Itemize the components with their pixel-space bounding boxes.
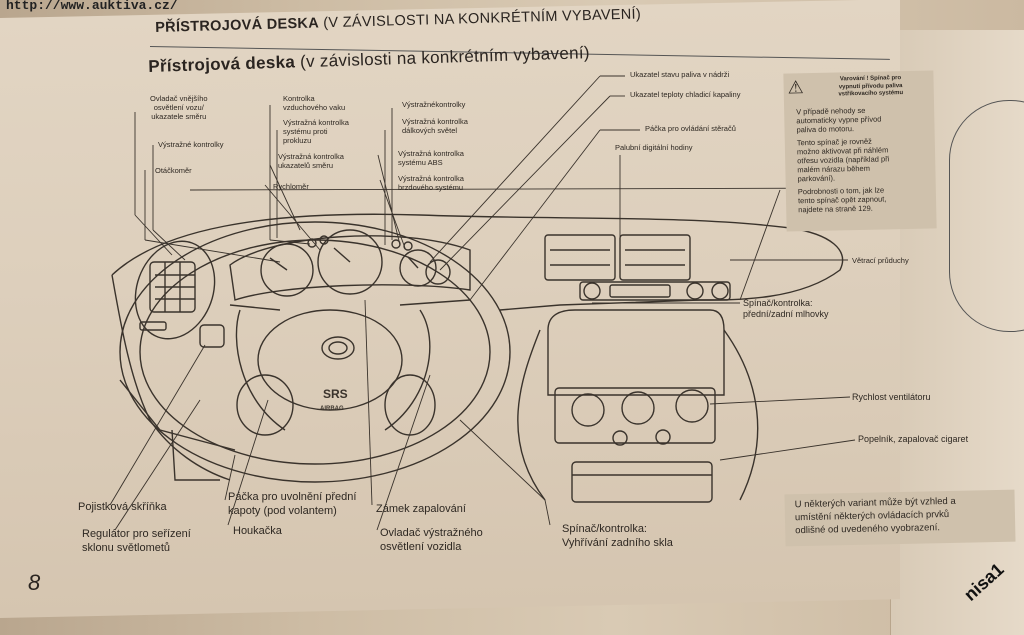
label-tachometer: Otáčkoměr bbox=[155, 166, 192, 175]
label-headlamp-leveler: Regulátor pro seřízení sklonu světlometů bbox=[82, 528, 191, 554]
label-wiper-lever: Páčka pro ovládání stěračů bbox=[645, 124, 736, 133]
label-light-switch: Ovladač vnějšího osvětlení vozu/ ukazate… bbox=[150, 94, 208, 121]
note-text: U některých variant může být vzhled a um… bbox=[794, 495, 956, 537]
label-brake-light: Výstražná kontrolka brzdového systému bbox=[398, 174, 464, 192]
warning-box: ⚠ Varování ! Spínač pro vypnutí přívodu … bbox=[783, 70, 937, 232]
label-fuse-box: Pojistková skříňka bbox=[78, 501, 167, 513]
label-warning-light: Výstražnékontrolky bbox=[402, 100, 466, 109]
label-fog-switch: Spínač/kontrolka: přední/zadní mlhovky bbox=[743, 298, 829, 319]
warning-paragraph: Tento spínač je rovněž možno aktivovat p… bbox=[796, 136, 890, 184]
label-horn: Houkačka bbox=[233, 525, 282, 537]
center-vent bbox=[544, 234, 616, 281]
warning-heading: Varování ! Spínač pro vypnutí přívodu pa… bbox=[838, 75, 904, 98]
label-ignition: Zámek zapalování bbox=[376, 503, 466, 515]
dashboard-outline bbox=[111, 213, 844, 311]
instrument-cluster bbox=[229, 235, 471, 301]
warning-paragraph: V případě nehody se automaticky vypne př… bbox=[796, 105, 882, 135]
label-speedometer: Rychloměr bbox=[273, 182, 309, 191]
airbag-text: AIRBAG bbox=[320, 406, 344, 412]
page-number: 8 bbox=[28, 570, 41, 595]
label-temp-gauge: Ukazatel teploty chladicí kapaliny bbox=[630, 90, 741, 99]
left-vent bbox=[134, 240, 216, 340]
label-fuel-gauge: Ukazatel stavu paliva v nádrži bbox=[630, 70, 730, 79]
label-airbag-light: Kontrolka vzduchového vaku bbox=[283, 94, 346, 112]
airbag-pad bbox=[257, 309, 403, 411]
srs-text: SRS bbox=[323, 387, 348, 401]
label-ashtray: Popelník, zapalovač cigaret bbox=[858, 434, 969, 444]
speedometer-dial bbox=[317, 229, 383, 295]
label-vents: Větrací průduchy bbox=[852, 256, 909, 265]
label-high-beam-light: Výstražná kontrolka dálkových světel bbox=[402, 117, 468, 135]
label-fan-speed: Rychlost ventilátoru bbox=[852, 392, 931, 402]
label-bonnet-lever: Páčka pro uvolnění přední kapoty (pod vo… bbox=[228, 491, 357, 517]
warning-body: V případě nehody se automaticky vypne př… bbox=[796, 105, 932, 219]
warning-triangle-icon: ⚠ bbox=[787, 77, 805, 98]
fuel-dial bbox=[399, 249, 437, 287]
label-indicator-light: Výstražná kontrolka ukazatelů směru bbox=[278, 152, 344, 170]
tachometer-dial bbox=[260, 243, 314, 297]
label-hazard: Ovladač výstražného osvětlení vozidla bbox=[380, 527, 483, 553]
radio-slot bbox=[547, 309, 725, 396]
label-clock: Palubní digitální hodiny bbox=[615, 143, 693, 152]
heater-panel bbox=[554, 387, 716, 444]
watermark-url[interactable]: http://www.auktiva.cz/ bbox=[6, 0, 178, 13]
label-rear-defrost: Spínač/kontrolka: Vyhřívání zadního skla bbox=[562, 523, 673, 549]
label-warning-lights: Výstražné kontrolky bbox=[158, 140, 224, 149]
label-antiskid-light: Výstražná kontrolka systému proti proklu… bbox=[283, 118, 349, 145]
ashtray bbox=[571, 461, 713, 503]
steering-wheel bbox=[119, 221, 511, 483]
note-box: U některých variant může být vzhled a um… bbox=[784, 489, 1016, 547]
warning-paragraph: Podrobnosti o tom, jak lze tento spínač … bbox=[797, 185, 887, 215]
label-abs-light: Výstražná kontrolka systému ABS bbox=[398, 149, 464, 167]
fan-knob bbox=[675, 389, 709, 423]
heater-knob-1 bbox=[571, 393, 605, 427]
